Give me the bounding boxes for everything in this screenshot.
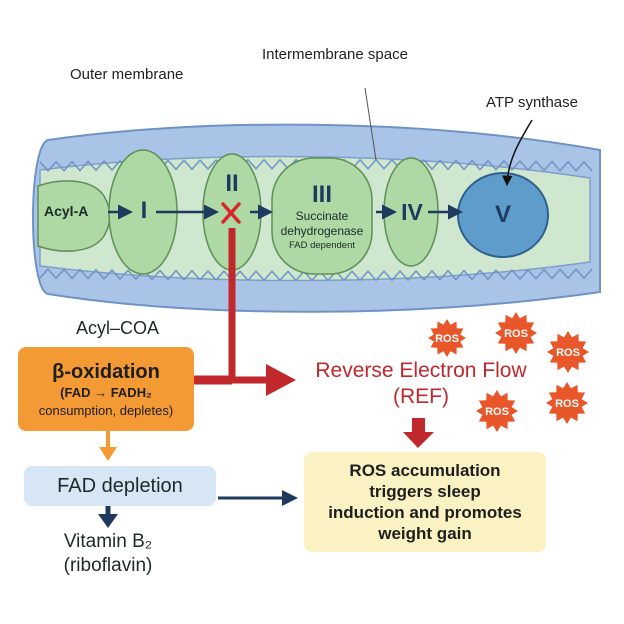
ros-starburst (495, 312, 537, 354)
outcome-box: ROS accumulation triggers sleep inductio… (304, 452, 546, 552)
acyl-coa-label: Acyl–COA (76, 318, 160, 338)
beta-oxidation-title: β-oxidation (52, 360, 160, 383)
vitamin-line1: Vitamin B₂ (63, 531, 153, 552)
complex-iii-sub2: dehydrogenase (280, 223, 364, 238)
fad-depletion-label: FAD depletion (57, 474, 183, 497)
outcome-line2: triggers sleep (369, 482, 481, 501)
intermembrane-pointer (364, 87, 377, 161)
outcome-line3: induction and promotes (328, 503, 522, 522)
complex-iv-label: IV (401, 199, 423, 225)
ros-badge: ROS (546, 382, 588, 424)
atp-synthase-label: ATP synthase (486, 94, 578, 111)
ref-arrowhead (266, 364, 296, 396)
complex-iii-sub1: Succinate (295, 208, 349, 223)
complex-ii-label: II (225, 170, 239, 197)
ros-starburst (547, 331, 589, 373)
complex-iii-label: III (311, 180, 332, 208)
vitamin-label: Vitamin B₂ (riboflavin) (28, 528, 188, 580)
intermembrane-label: Intermembrane space (262, 46, 408, 63)
ref-label: Reverse Electron Flow (REF) (296, 356, 546, 412)
beta-oxidation-box: β-oxidation (FAD → FADH₂ consumption, de… (18, 347, 194, 431)
beta-oxidation-line2: (FAD → FADH₂ (60, 384, 152, 400)
ros-badge: ROS (495, 312, 537, 354)
ros-label: ROS (504, 328, 528, 340)
ros-label: ROS (555, 398, 579, 410)
navy-down-arrowhead (98, 514, 118, 528)
complex-i-label: I (140, 197, 148, 224)
orange-arrowhead (99, 447, 117, 461)
acyl-a-label: Acyl-A (44, 203, 89, 219)
ref-down-arrowhead (403, 432, 434, 448)
ros-starburst (476, 390, 518, 432)
ros-label: ROS (485, 406, 509, 418)
ros-label: ROS (435, 333, 459, 345)
atp-synthase-pointer (502, 119, 533, 187)
ros-label: ROS (556, 347, 580, 359)
complex-iii-sub3: FAD dependent (288, 239, 356, 251)
ros-starburst (546, 382, 588, 424)
vitamin-line2: (riboflavin) (63, 555, 153, 576)
ros-badge: ROS (476, 390, 518, 432)
ref-down-shaft (412, 418, 425, 434)
fad-depletion-box: FAD depletion (24, 466, 216, 506)
ros-badge: ROS (547, 331, 589, 373)
ros-starburst (428, 319, 466, 357)
ref-line1: Reverse Electron Flow (315, 359, 527, 382)
outer-membrane-label: Outer membrane (70, 66, 184, 83)
navy-right-arrowhead (282, 490, 298, 506)
cristae-bottom (39, 267, 593, 282)
beta-oxidation-line3: consumption, depletes) (38, 402, 174, 418)
ros-layer: ROS ROS ROS ROS ROS (428, 312, 589, 432)
block-x-icon (221, 202, 241, 224)
ref-line2: (REF) (393, 385, 449, 408)
outcome-line1: ROS accumulation (349, 461, 501, 480)
complex-v-label: V (494, 201, 511, 228)
complex-iii-text: III Succinate dehydrogenase FAD dependen… (272, 166, 372, 266)
ros-badge: ROS (428, 319, 466, 357)
outcome-line4: weight gain (378, 524, 472, 543)
